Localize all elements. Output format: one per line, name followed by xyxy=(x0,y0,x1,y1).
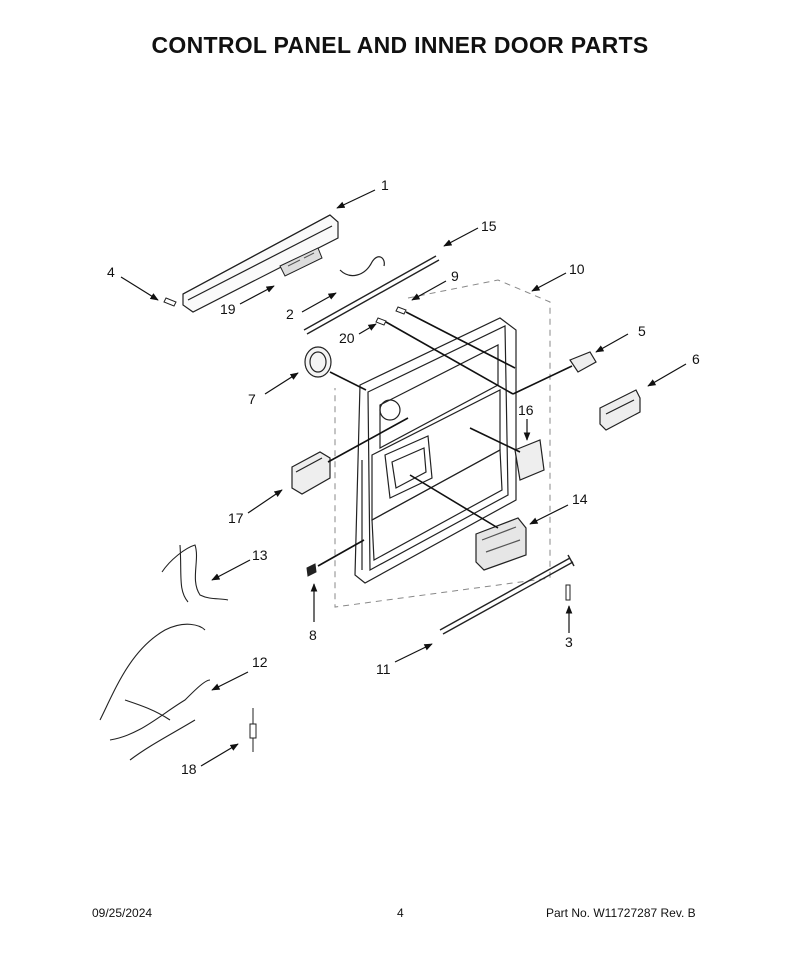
door-latch xyxy=(569,351,597,373)
latch-bracket xyxy=(599,389,641,431)
callout-16: 16 xyxy=(518,402,534,418)
callout-11: 11 xyxy=(376,661,391,677)
callout-20: 20 xyxy=(339,330,355,346)
callout-3: 3 xyxy=(565,634,573,650)
connector-lines xyxy=(317,311,573,567)
callout-4: 4 xyxy=(107,264,115,280)
door-vent xyxy=(304,346,332,378)
thermal-fuse xyxy=(249,708,257,752)
leader-lines xyxy=(120,189,687,767)
detergent-dispenser xyxy=(475,517,527,571)
screw-3 xyxy=(565,584,571,601)
callout-18: 18 xyxy=(181,761,197,777)
callout-15: 15 xyxy=(481,218,497,234)
callout-8: 8 xyxy=(309,627,317,643)
control-panel-console xyxy=(182,214,339,313)
wire-harness-13 xyxy=(161,544,229,603)
callout-9: 9 xyxy=(451,268,459,284)
callout-14: 14 xyxy=(572,491,588,507)
panel-wire xyxy=(339,256,385,277)
callout-12: 12 xyxy=(252,654,268,670)
callout-10: 10 xyxy=(569,261,585,277)
callout-7: 7 xyxy=(248,391,256,407)
callout-5: 5 xyxy=(638,323,646,339)
footer-part-number: Part No. W11727287 Rev. B xyxy=(546,906,696,920)
callout-17: 17 xyxy=(228,510,244,526)
dispenser-bracket xyxy=(514,439,545,481)
footer-page-number: 4 xyxy=(397,906,404,920)
callout-6: 6 xyxy=(692,351,700,367)
wire-harness-12 xyxy=(99,623,211,761)
callout-2: 2 xyxy=(286,306,294,322)
callout-13: 13 xyxy=(252,547,268,563)
screw-8 xyxy=(306,563,317,577)
callout-1: 1 xyxy=(381,177,389,193)
bottom-trim xyxy=(439,554,575,635)
page-title: CONTROL PANEL AND INNER DOOR PARTS xyxy=(151,32,649,58)
user-interface-board xyxy=(279,247,323,277)
rinse-aid-dispenser xyxy=(291,451,331,495)
footer-date: 09/25/2024 xyxy=(92,906,153,920)
outer-door-outline xyxy=(334,279,551,608)
small-screws xyxy=(163,297,407,326)
callout-19: 19 xyxy=(220,301,236,317)
door-gasket-strip xyxy=(303,255,440,335)
